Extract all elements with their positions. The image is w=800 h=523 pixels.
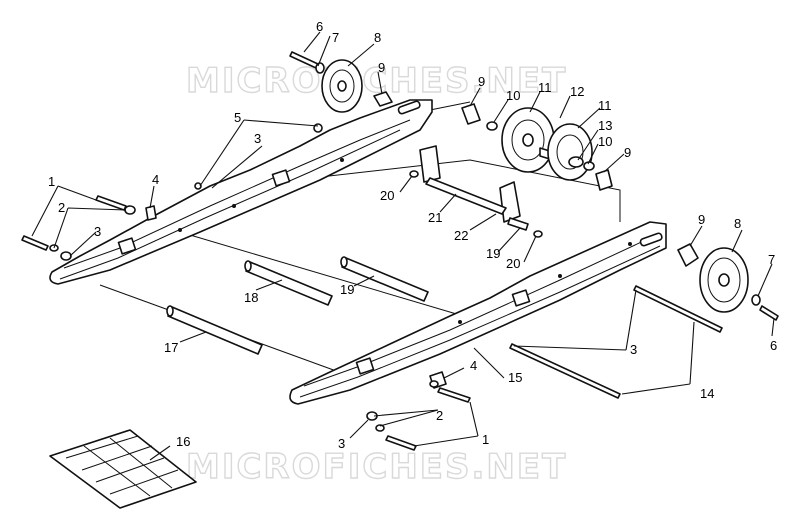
callout-9-mid: 9 bbox=[478, 74, 485, 89]
callout-4-right: 4 bbox=[470, 358, 477, 373]
wear-strip-16 bbox=[49, 429, 197, 509]
callout-8-front: 8 bbox=[734, 216, 741, 231]
callout-9-front: 9 bbox=[698, 212, 705, 227]
callout-7-top: 7 bbox=[332, 30, 339, 45]
callout-3-right: 3 bbox=[630, 342, 637, 357]
callout-15: 15 bbox=[508, 370, 522, 385]
idler-wheel-8-front bbox=[699, 247, 749, 313]
idler-wheel-8-upper bbox=[321, 59, 363, 113]
callout-18: 18 bbox=[244, 290, 258, 305]
callout-19: 19 bbox=[340, 282, 354, 297]
fasteners bbox=[21, 51, 779, 451]
callout-3-upper: 3 bbox=[254, 131, 261, 146]
callout-3-bottom: 3 bbox=[338, 436, 345, 451]
callout-3-left: 3 bbox=[94, 224, 101, 239]
cross-shaft-18 bbox=[244, 260, 333, 306]
spacer-block-9-right bbox=[595, 169, 613, 191]
callout-6-front: 6 bbox=[770, 338, 777, 353]
callout-20-lower: 20 bbox=[506, 256, 520, 271]
callout-4-left: 4 bbox=[152, 172, 159, 187]
callout-1-right: 1 bbox=[482, 432, 489, 447]
callout-11-right: 11 bbox=[598, 98, 612, 113]
cross-shaft-17 bbox=[166, 305, 263, 355]
callout-5: 5 bbox=[234, 110, 241, 125]
callout-9-right: 9 bbox=[624, 145, 631, 160]
callout-labels: 6 7 8 9 5 3 9 10 11 12 11 13 10 9 1 4 2 … bbox=[48, 19, 777, 451]
spacer-block-9-mid bbox=[461, 103, 481, 125]
right-slide-rail bbox=[289, 221, 667, 405]
callout-2-right: 2 bbox=[436, 408, 443, 423]
callout-9-top: 9 bbox=[378, 60, 385, 75]
callout-16: 16 bbox=[176, 434, 190, 449]
callout-14: 14 bbox=[700, 386, 714, 401]
callout-2-left: 2 bbox=[58, 200, 65, 215]
callout-1-left: 1 bbox=[48, 174, 55, 189]
long-bolt-14-upper bbox=[633, 285, 723, 333]
spacer-block-9-front bbox=[677, 243, 699, 267]
callout-13: 13 bbox=[598, 118, 612, 133]
callout-leaders bbox=[31, 31, 775, 461]
callout-17: 17 bbox=[164, 340, 178, 355]
callout-8-top: 8 bbox=[374, 30, 381, 45]
watermark-bottom: MICROFICHES.NET bbox=[186, 447, 567, 487]
left-slide-rail bbox=[49, 99, 433, 285]
callout-19-small: 19 bbox=[486, 246, 500, 261]
callout-22: 22 bbox=[454, 228, 468, 243]
rear-idler-wheel-assembly bbox=[501, 107, 595, 181]
cross-shaft-19 bbox=[340, 256, 429, 302]
callout-21: 21 bbox=[428, 210, 442, 225]
callout-10-mid: 10 bbox=[506, 88, 520, 103]
center-pivot-arm bbox=[419, 145, 529, 231]
callout-7-front: 7 bbox=[768, 252, 775, 267]
callout-20-upper: 20 bbox=[380, 188, 394, 203]
long-bolt-14-lower bbox=[509, 343, 621, 399]
callout-6-top: 6 bbox=[316, 19, 323, 34]
callout-11-left: 11 bbox=[538, 80, 552, 95]
callout-10-right: 10 bbox=[598, 134, 612, 149]
callout-12: 12 bbox=[570, 84, 584, 99]
